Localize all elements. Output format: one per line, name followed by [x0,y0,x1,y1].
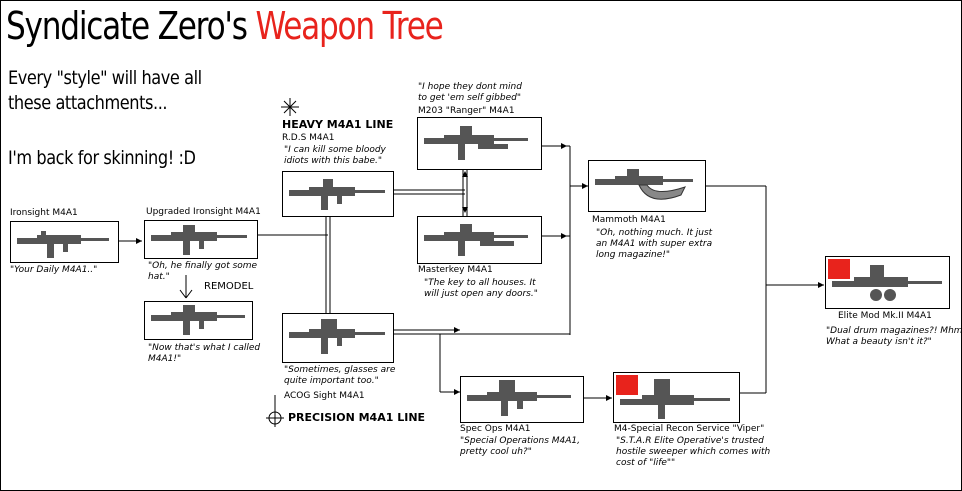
note-line-1: Every "style" will have all [8,67,202,89]
quote-viper: "S.T.A.R Elite Operative's trusted hosti… [616,436,771,468]
title-black: Syndicate Zero's [6,4,248,48]
heavy-line-label: HEAVY M4A1 LINE [282,118,394,131]
weapon-box-upgraded[interactable] [144,220,258,259]
rifle-icon [289,319,385,354]
weapon-box-mammoth[interactable] [588,160,706,212]
note-line-3: I'm back for skinning! :D [8,147,196,169]
label-specops: Spec Ops M4A1 [460,424,531,434]
quote-ironsight: "Your Daily M4A1.." [10,265,98,275]
page-title: Syndicate Zero's Weapon Tree [6,4,444,48]
weapon-box-specops[interactable] [460,376,584,423]
rifle-icon [595,169,693,200]
label-acog: ACOG Sight M4A1 [284,391,365,401]
weapon-box-remodel[interactable] [144,301,253,340]
quote-specops: "Special Operations M4A1, pretty cool uh… [460,436,581,457]
label-m203: M203 "Ranger" M4A1 [418,106,515,116]
label-upgraded: Upgraded Ironsight M4A1 [146,207,261,217]
rifle-icon [151,305,245,335]
rifle-icon [17,231,109,258]
label-mammoth: Mammoth M4A1 [592,215,666,225]
weapon-box-masterkey[interactable] [417,216,542,264]
rifle-icon [832,265,942,301]
quote-masterkey: "The key to all houses. It will just ope… [424,278,538,299]
rank-badge-icon [616,375,638,395]
label-ironsight: Ironsight M4A1 [10,208,78,218]
weapon-box-rds[interactable] [282,171,394,217]
weapon-box-ironsight[interactable] [10,221,119,263]
weapon-box-viper[interactable] [613,372,740,423]
rifle-icon [289,179,385,210]
rifle-icon [424,126,528,160]
weapon-box-elite[interactable] [825,256,950,309]
label-rds: R.D.S M4A1 [282,133,335,143]
quote-mammoth: "Oh, nothing much. It just an M4A1 with … [596,228,713,260]
label-elite: Elite Mod Mk.II M4A1 [838,311,932,321]
weapon-box-m203[interactable] [417,117,542,170]
quote-acog: "Sometimes, glasses are quite important … [284,365,396,386]
remodel-label: REMODEL [204,281,254,292]
quote-upgraded: "Oh, he finally got some hat." [148,261,258,282]
label-viper: M4-Special Recon Service "Viper" [614,424,765,434]
quote-m203: "I hope they dont mind to get 'em self g… [418,82,522,103]
quote-rds: "I can kill some bloody idiots with this… [284,145,386,166]
note-line-2: these attachments... [8,92,168,114]
rank-badge-icon [828,259,850,279]
quote-elite: "Dual drum magazines?! Mhm~ What a beaut… [826,326,962,347]
quote-remodel: "Now that's what I called M4A1!" [148,343,261,364]
weapon-box-acog[interactable] [282,313,394,363]
rifle-icon [467,380,571,416]
precision-line-label: PRECISION M4A1 LINE [288,411,426,424]
rifle-icon [424,224,528,256]
rifle-icon [620,379,730,419]
label-masterkey: Masterkey M4A1 [418,265,493,275]
title-red: Weapon Tree [255,4,443,48]
rifle-icon [151,225,247,255]
